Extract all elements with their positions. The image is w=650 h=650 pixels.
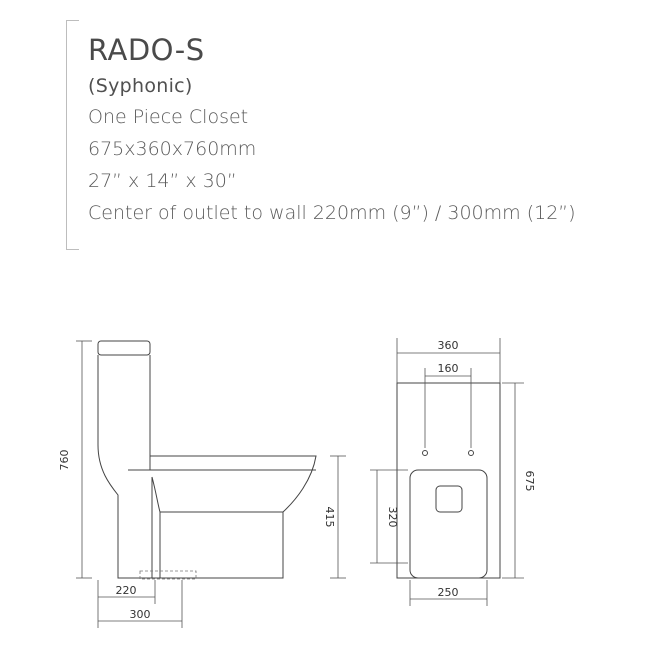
dim-label-wall: 300: [130, 608, 151, 621]
product-title: RADO-S: [88, 33, 205, 67]
dim-label-height: 760: [58, 450, 71, 471]
spec-line-mm: 675x360x760mm: [88, 138, 257, 160]
top-view-drawing: 360 160 675 320 250: [370, 338, 536, 606]
mount-hole-right: [468, 450, 474, 456]
dim-label-width: 360: [438, 339, 459, 352]
spec-block: RADO-S (Syphonic) One Piece Closet 675x3…: [88, 30, 576, 229]
spec-line-outlet: Center of outlet to wall 220mm (9”) / 30…: [88, 202, 576, 224]
top-seat: [409, 469, 488, 579]
dim-label-base: 250: [438, 586, 459, 599]
top-body-outline: [396, 382, 501, 579]
mount-hole-left: [422, 450, 428, 456]
dim-label-seat: 320: [386, 507, 399, 528]
top-bowl-opening: [435, 485, 463, 513]
side-view-drawing: 760 415 220 300: [58, 340, 346, 628]
dim-label-length: 675: [523, 471, 536, 492]
trapway-line: [151, 476, 283, 513]
dim-label-holes: 160: [438, 362, 459, 375]
dim-label-outlet: 220: [116, 584, 137, 597]
closet-body-outline: [97, 355, 317, 579]
spec-line-type: One Piece Closet: [88, 106, 249, 128]
tank-lid: [97, 340, 151, 356]
spec-line-inch: 27” x 14” x 30”: [88, 170, 237, 192]
spec-bracket: [66, 20, 79, 250]
outlet-dashed: [139, 570, 197, 580]
product-subtitle: (Syphonic): [88, 75, 193, 97]
dim-label-seat-height: 415: [323, 507, 336, 528]
